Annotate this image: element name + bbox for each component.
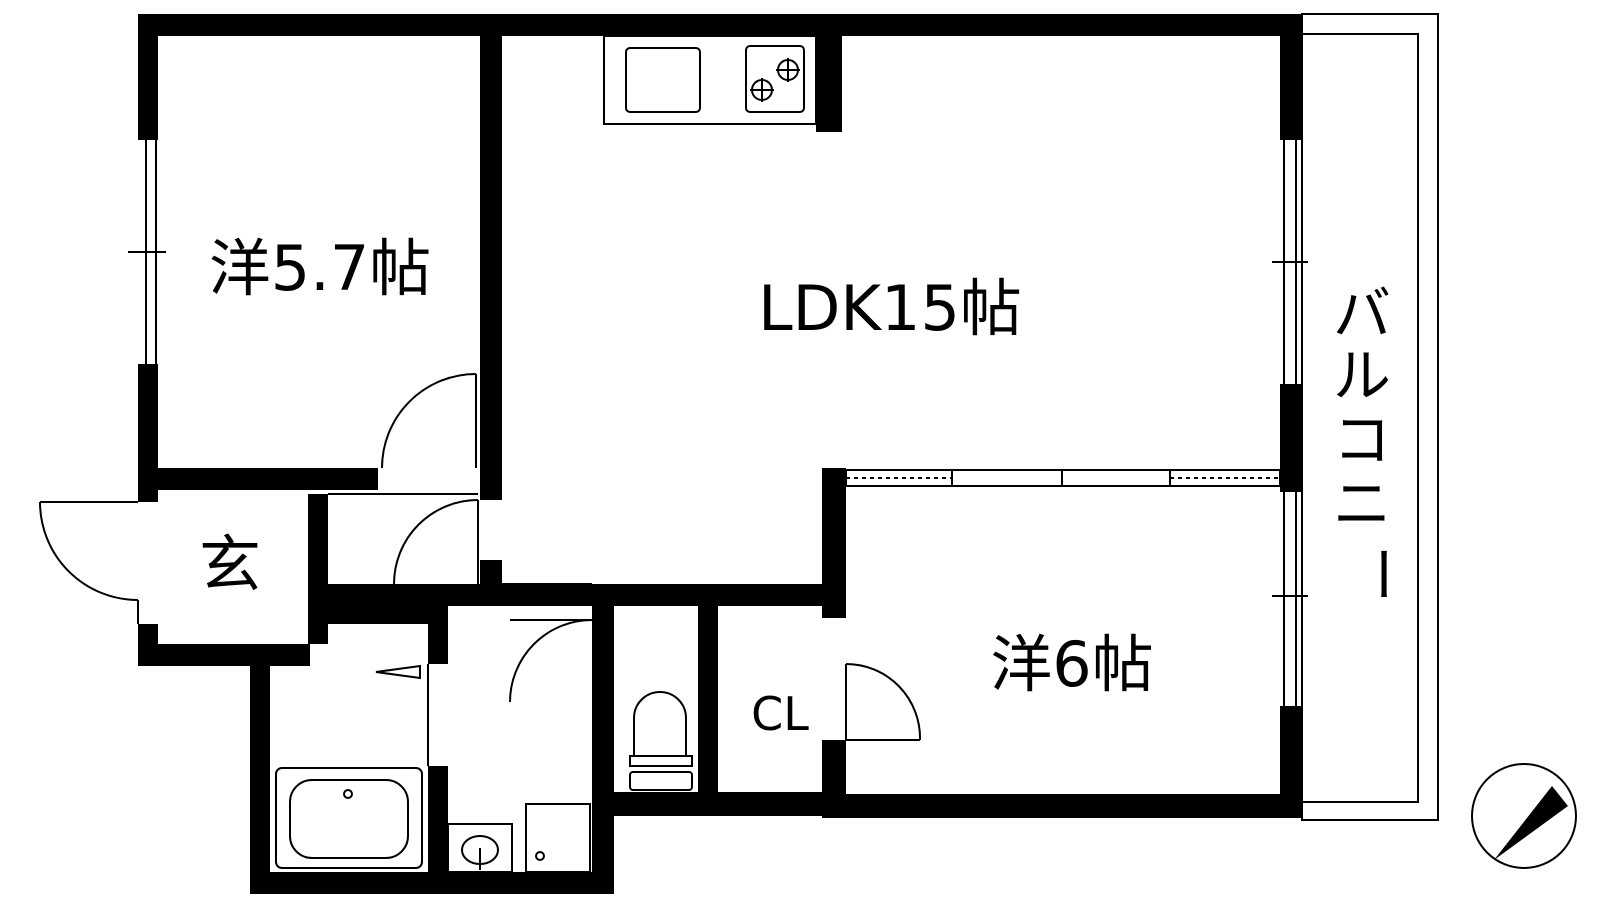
- kitchen-counter: [603, 35, 817, 125]
- balcony-char: ー: [1348, 545, 1416, 603]
- toilet-icon: [629, 691, 693, 791]
- room-label-western-b: 洋6帖: [990, 628, 1153, 701]
- bathtub-icon: [275, 767, 423, 869]
- balcony-label: バ ル コ ニ ー: [1333, 280, 1416, 603]
- washer-pan-icon: [525, 803, 591, 873]
- room-label-ldk: LDK15帖: [758, 272, 1022, 345]
- washbasin-icon: [447, 823, 513, 873]
- balcony-char: ニ: [1333, 470, 1391, 538]
- windows: [128, 140, 1308, 706]
- balcony-char: バ: [1333, 280, 1391, 348]
- room-label-entrance: 玄: [199, 528, 261, 601]
- walls: [138, 14, 1302, 894]
- stove-icon: [745, 45, 805, 113]
- balcony-char: ル: [1333, 342, 1391, 410]
- doors: [39, 373, 922, 766]
- balcony-char: コ: [1333, 406, 1391, 474]
- sink-icon: [625, 47, 701, 113]
- room-label-closet: CL: [751, 687, 809, 741]
- compass-icon: [1471, 763, 1577, 869]
- room-label-western-a: 洋5.7帖: [209, 232, 432, 305]
